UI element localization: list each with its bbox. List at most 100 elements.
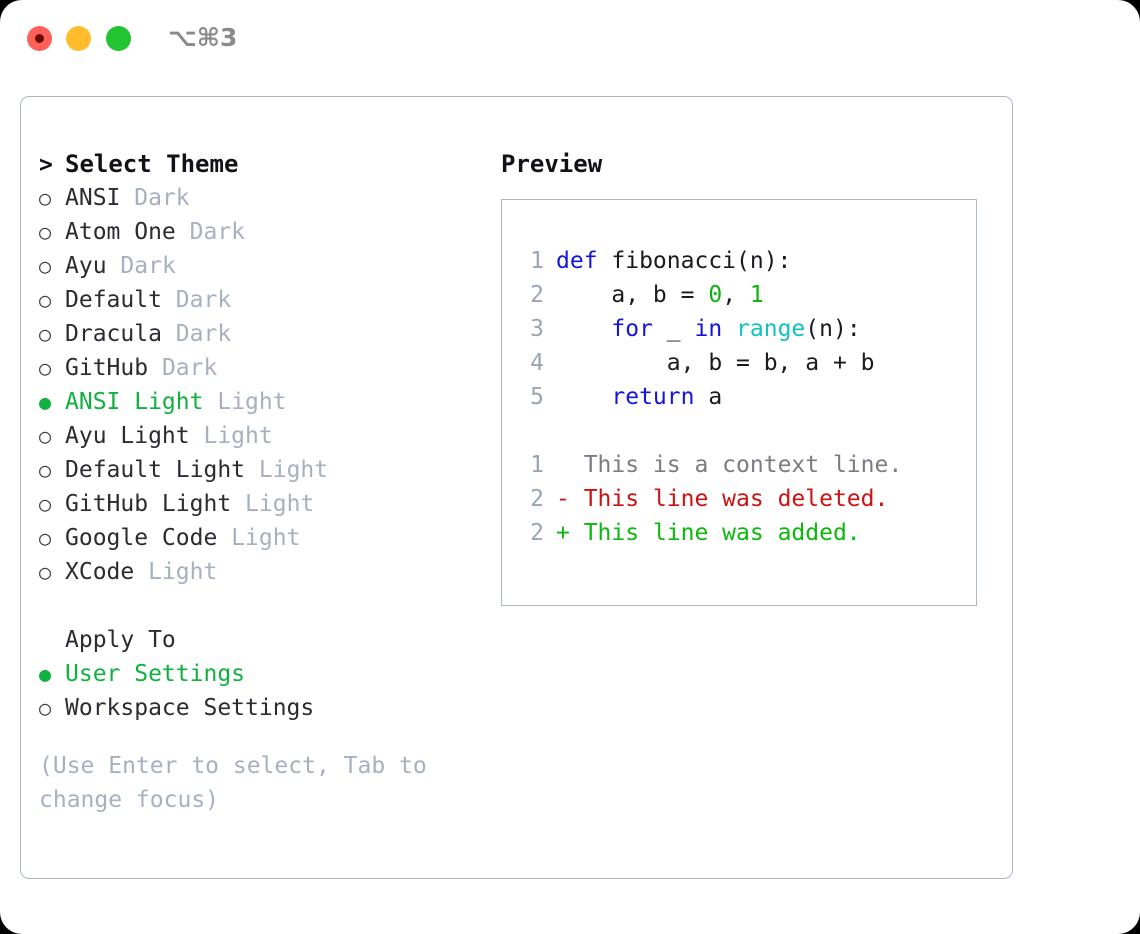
code-line: 5 return a — [516, 380, 902, 414]
radio-unselected-icon[interactable]: ○ — [39, 526, 52, 550]
code-token: _ — [652, 316, 695, 342]
code-token: a — [694, 384, 723, 410]
theme-list-item[interactable]: ○Default Light Light — [39, 453, 479, 487]
radio-unselected-icon[interactable]: ○ — [39, 560, 52, 584]
recording-indicator-icon — [35, 34, 44, 43]
theme-name: Google Code — [65, 525, 218, 551]
keyboard-hint-text: (Use Enter to select, Tab to change focu… — [39, 753, 427, 813]
code-token: 1 — [749, 282, 764, 308]
theme-mode-badge: Dark — [175, 321, 232, 347]
diff-text: This line was deleted. — [583, 486, 889, 512]
list-spacer — [39, 589, 479, 623]
theme-mode-gap — [162, 321, 176, 347]
code-line: 3 for _ in range(n): — [516, 312, 902, 346]
theme-mode-badge: Light — [203, 423, 273, 449]
theme-list-item[interactable]: ○ Ayu Dark — [39, 249, 479, 283]
line-number: 2 — [530, 520, 544, 546]
theme-mode-gap — [148, 355, 162, 381]
theme-mode-gap — [162, 287, 176, 313]
line-number: 2 — [530, 282, 544, 308]
radio-unselected-icon[interactable]: ○ — [39, 492, 52, 516]
theme-mode-badge: Light — [245, 491, 315, 517]
diff-text: This line was added. — [583, 520, 861, 546]
theme-mode-gap — [245, 457, 259, 483]
diff-sign: + — [556, 520, 584, 546]
minimize-button[interactable] — [66, 26, 91, 51]
theme-mode-badge: Dark — [189, 219, 246, 245]
caret-icon: > — [39, 152, 53, 178]
theme-list-item[interactable]: ○ Default Dark — [39, 283, 479, 317]
apply-to-option[interactable]: ○Workspace Settings — [39, 691, 479, 725]
code-line: 1 def fibonacci(n): — [516, 244, 902, 278]
maximize-button[interactable] — [106, 26, 131, 51]
code-token: return — [611, 384, 695, 410]
theme-name: GitHub — [65, 355, 149, 381]
theme-list-item[interactable]: ● ANSI Light Light — [39, 385, 479, 419]
code-token: range — [736, 316, 806, 342]
theme-mode-badge: Light — [231, 525, 301, 551]
radio-unselected-icon[interactable]: ○ — [39, 288, 52, 312]
theme-mode-gap — [120, 185, 134, 211]
line-number: 5 — [530, 384, 544, 410]
apply-to-heading: Apply To — [65, 627, 176, 653]
theme-mode-gap — [203, 389, 217, 415]
theme-list-item[interactable]: ○ Google Code Light — [39, 521, 479, 555]
apply-to-option[interactable]: ●User Settings — [39, 657, 479, 691]
theme-name: ANSI — [65, 185, 121, 211]
theme-mode-badge: Light — [148, 559, 218, 585]
line-number: 1 — [530, 248, 544, 274]
code-token: fibonacci(n): — [597, 248, 792, 274]
code-token: def — [556, 248, 598, 274]
theme-list[interactable]: ○ ANSI Dark ○ Atom One Dark ○ Ayu Dark ○ Defaul… — [39, 181, 479, 589]
theme-list-item[interactable]: ○ANSI Dark — [39, 181, 479, 215]
diff-line: 1 This is a context line. — [516, 448, 902, 482]
theme-name: Ayu — [65, 253, 107, 279]
theme-name: Dracula — [65, 321, 162, 347]
radio-selected-icon[interactable]: ● — [39, 662, 52, 686]
theme-name: Default Light — [65, 457, 246, 483]
radio-unselected-icon[interactable]: ○ — [39, 322, 52, 346]
code-token: a, b = b, a + b — [556, 350, 875, 376]
theme-mode-gap — [231, 491, 245, 517]
radio-unselected-icon[interactable]: ○ — [39, 356, 52, 380]
theme-list-item[interactable]: ○ Atom One Dark — [39, 215, 479, 249]
theme-list-item[interactable]: ○ Dracula Dark — [39, 317, 479, 351]
preview-title: Preview — [501, 150, 603, 178]
theme-mode-badge: Dark — [120, 253, 176, 279]
theme-name: ANSI Light — [65, 389, 204, 415]
theme-name: Ayu Light — [65, 423, 190, 449]
theme-mode-gap — [134, 559, 148, 585]
line-number: 1 — [530, 452, 544, 478]
radio-selected-icon[interactable]: ● — [39, 390, 52, 414]
radio-unselected-icon[interactable]: ○ — [39, 458, 52, 482]
radio-unselected-icon[interactable]: ○ — [39, 186, 52, 210]
diff-sign: - — [556, 486, 584, 512]
line-number: 4 — [530, 350, 544, 376]
code-token — [722, 316, 736, 342]
theme-selector-column: > Select Theme ○ ANSI Dark ○ Atom One Dark ○ A… — [39, 147, 479, 817]
theme-list-item[interactable]: ○ GitHub Light Light — [39, 487, 479, 521]
theme-name: Default — [65, 287, 162, 313]
select-theme-title: Select Theme — [65, 150, 239, 178]
radio-unselected-icon[interactable]: ○ — [39, 424, 52, 448]
diff-text: This is a context line. — [583, 452, 903, 478]
theme-picker-panel: > Select Theme ○ ANSI Dark ○ Atom One Dark ○ A… — [20, 96, 1013, 879]
radio-unselected-icon[interactable]: ○ — [39, 254, 52, 278]
radio-unselected-icon[interactable]: ○ — [39, 220, 52, 244]
theme-list-item[interactable]: ○XCode Light — [39, 555, 479, 589]
theme-mode-badge: Light — [217, 389, 287, 415]
select-theme-heading: > Select Theme — [39, 147, 479, 181]
theme-name: GitHub Light — [65, 491, 232, 517]
code-token: , — [722, 282, 750, 308]
keyboard-shortcut-label: ⌥⌘3 — [168, 23, 238, 52]
theme-list-item[interactable]: ○ Ayu Light Light — [39, 419, 479, 453]
code-token — [556, 316, 611, 342]
theme-list-item[interactable]: ○GitHub Dark — [39, 351, 479, 385]
radio-unselected-icon[interactable]: ○ — [39, 696, 52, 720]
theme-mode-badge: Dark — [175, 287, 232, 313]
theme-mode-gap — [107, 253, 121, 279]
diff-line: 2 + This line was added. — [516, 516, 902, 550]
theme-name: Atom One — [65, 219, 176, 245]
apply-to-options[interactable]: ●User Settings○Workspace Settings — [39, 657, 479, 725]
